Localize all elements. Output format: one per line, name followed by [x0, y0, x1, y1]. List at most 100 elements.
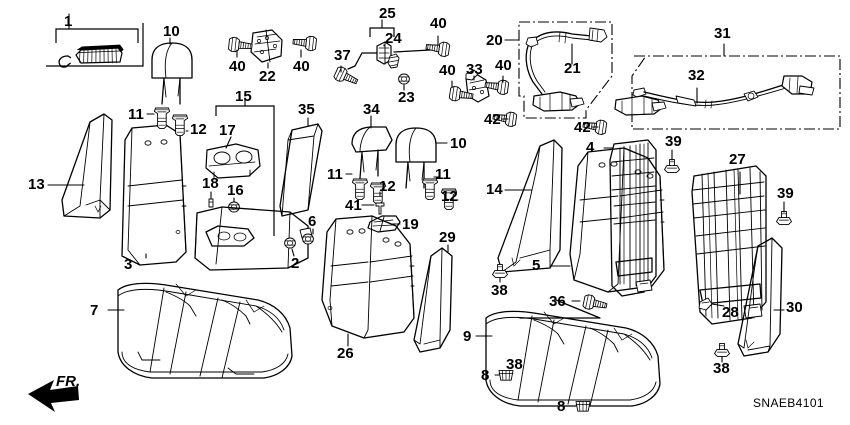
group-20-dashbox — [518, 21, 613, 119]
callout-6: 6 — [308, 213, 317, 230]
part-latch-right — [614, 95, 667, 116]
part-5-seat-back-pad — [569, 147, 665, 293]
part-19-striker — [367, 215, 401, 233]
part-30-side-bolster-trim-outer — [737, 237, 783, 357]
callout-12-a: 12 — [190, 121, 207, 138]
callout-21: 21 — [564, 60, 581, 77]
part-13-side-bolster-trim — [61, 113, 113, 219]
callout-38-c: 38 — [506, 356, 523, 373]
callout-8-a: 8 — [481, 367, 490, 384]
callout-40-e: 40 — [495, 57, 512, 74]
part-40-bolt-right — [291, 34, 318, 52]
callout-40-c: 40 — [430, 15, 447, 32]
cable-40-link — [393, 49, 431, 53]
callout-27: 27 — [729, 151, 746, 168]
part-12-guide-left — [171, 114, 189, 137]
callout-24: 24 — [385, 30, 402, 47]
callout-5: 5 — [532, 257, 541, 274]
callout-4: 4 — [586, 139, 595, 156]
part-28-hinge — [698, 297, 713, 311]
callout-16: 16 — [227, 182, 244, 199]
callout-10-a: 10 — [163, 23, 180, 40]
part-34-headrest-center — [351, 126, 393, 179]
callout-38-a: 38 — [491, 282, 508, 299]
callout-41: 41 — [345, 197, 362, 214]
callout-35: 35 — [298, 101, 315, 118]
group-15-bracket — [215, 97, 275, 236]
callout-11-a: 11 — [128, 106, 144, 123]
diagram-id-text: SNAEB4101 — [753, 396, 824, 410]
part-2-grommet — [284, 237, 296, 249]
part-4-seat-back-frame — [609, 139, 657, 297]
callout-15: 15 — [235, 88, 252, 105]
part-25-bracket — [369, 19, 395, 37]
part-17-cup-holder — [205, 143, 261, 179]
callout-17: 17 — [219, 122, 236, 139]
part-3-seat-back-cushion — [121, 124, 187, 266]
callout-38-b: 38 — [713, 360, 730, 377]
callout-25: 25 — [379, 5, 396, 22]
callout-39-b: 39 — [777, 185, 794, 202]
orientation-label: FR. — [56, 373, 81, 390]
part-29-side-bolster-pad — [413, 247, 453, 353]
callout-26: 26 — [337, 345, 354, 362]
callout-19: 19 — [402, 216, 419, 233]
leader-17 — [225, 136, 232, 149]
callout-1: 1 — [64, 13, 73, 30]
callout-14: 14 — [486, 181, 503, 198]
callout-40-b: 40 — [293, 58, 310, 75]
callout-34: 34 — [363, 101, 380, 118]
part-38-bolt-b — [714, 342, 730, 357]
callout-9: 9 — [463, 328, 472, 345]
callout-13: 13 — [28, 176, 45, 193]
part-41-screw — [375, 202, 385, 215]
part-37-bolt — [332, 65, 361, 89]
callout-39-a: 39 — [665, 133, 682, 150]
group-31-dashbox — [631, 55, 841, 130]
orientation-arrow-fr — [28, 380, 79, 412]
callout-32: 32 — [688, 67, 705, 84]
callout-3: 3 — [124, 256, 133, 273]
part-32-cable — [632, 75, 815, 109]
callout-23: 23 — [398, 89, 415, 106]
part-21-cable — [525, 27, 608, 112]
leader-28 — [711, 303, 725, 307]
callout-18: 18 — [202, 175, 219, 192]
callout-42-a: 42 — [484, 111, 501, 128]
callout-33: 33 — [466, 61, 483, 78]
callout-42-b: 42 — [574, 119, 591, 136]
part-26-seat-back-cushion-right — [321, 215, 415, 339]
leader-36-fan — [519, 299, 601, 319]
callout-29: 29 — [439, 229, 456, 246]
part-8-clip-b — [575, 401, 591, 412]
callout-12-c: 12 — [441, 188, 458, 205]
callout-2: 2 — [291, 255, 300, 272]
part-38-bolt-a — [492, 263, 508, 278]
callout-36: 36 — [549, 293, 566, 310]
leader-2 — [291, 248, 295, 257]
callout-28: 28 — [722, 304, 739, 321]
callout-11-b: 11 — [327, 166, 343, 183]
callout-31: 31 — [714, 25, 731, 42]
part-39-bolt-b — [776, 210, 792, 225]
callout-8-b: 8 — [557, 398, 566, 415]
part-40-bolt-left — [227, 36, 254, 54]
callout-7: 7 — [90, 302, 99, 319]
callout-20: 20 — [486, 32, 503, 49]
part-9-rear-seat-cushion — [485, 310, 661, 407]
callout-37: 37 — [334, 47, 351, 64]
part-6-bush — [302, 233, 314, 245]
part-39-bolt-a — [664, 158, 680, 173]
callout-30: 30 — [786, 299, 803, 316]
part-7-seat-cushion-assembly — [117, 282, 293, 379]
part-14-side-bolster-trim — [497, 139, 563, 273]
callout-11-c: 11 — [435, 166, 451, 183]
part-10-headrest-left — [151, 42, 193, 105]
part-23b-sleeve — [387, 53, 400, 69]
part-group-1 — [46, 13, 144, 68]
part-22-striker-bracket — [250, 29, 283, 63]
callout-10-b: 10 — [450, 135, 467, 152]
callout-12-b: 12 — [379, 178, 396, 195]
